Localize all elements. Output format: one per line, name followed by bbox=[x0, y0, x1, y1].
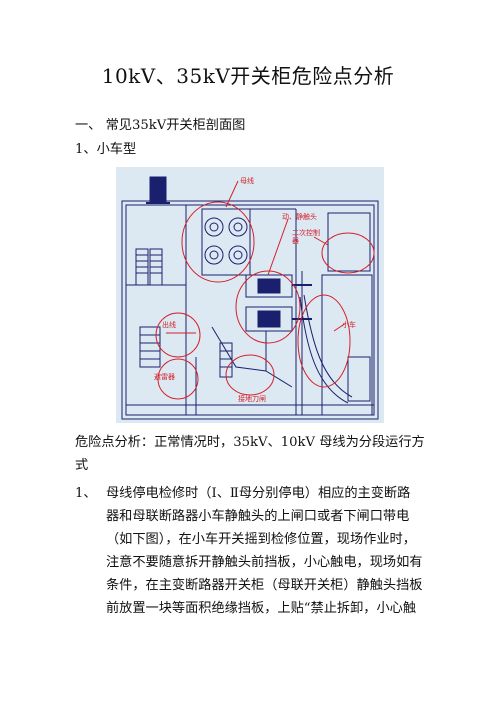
left-coil-2 bbox=[139, 326, 161, 368]
list-item-line: 母线停电检修时（Ⅰ、Ⅱ母分别停电）相应的主变断路 bbox=[106, 486, 411, 501]
cart-handle bbox=[347, 356, 371, 402]
busbar-compartment bbox=[201, 208, 251, 276]
label-contacts: 动、静触头 bbox=[282, 212, 317, 221]
switchgear-cross-section-figure: 母线 动、静触头 二次控制 器 出线 小车 避雷器 接地刀闸 bbox=[116, 167, 384, 423]
switchgear-drawing: 母线 动、静触头 二次控制 器 出线 小车 避雷器 接地刀闸 bbox=[121, 176, 379, 420]
label-busbar: 母线 bbox=[240, 176, 254, 185]
label-grounding-knife: 接地刀闸 bbox=[238, 394, 266, 403]
list-item-line: （如下图），在小车开关摇到检修位置，现场作业时， bbox=[106, 532, 416, 547]
secondary-control-box bbox=[327, 212, 371, 272]
list-item-number: 1、 bbox=[75, 486, 97, 501]
analysis-paragraph-line: 式 bbox=[75, 458, 89, 473]
list-item-line: 条件，在主变断路器开关柜（母联开关柜）静触头挡板 bbox=[106, 578, 423, 593]
section-heading: 一、 常见35kV开关柜剖面图 bbox=[75, 118, 246, 133]
label-secondary-control-2: 器 bbox=[292, 237, 299, 245]
label-outgoing-line: 出线 bbox=[162, 320, 176, 329]
top-bushing bbox=[149, 176, 167, 204]
subsection-heading: 1、小车型 bbox=[75, 142, 137, 157]
document-title: 10kV、35kV开关柜危险点分析 bbox=[101, 64, 395, 88]
list-item-line: 器和母联断路器小车静触头的上闸口或者下闸口带电 bbox=[106, 509, 410, 524]
label-secondary-control: 二次控制 bbox=[292, 228, 320, 237]
list-item-line: 前放置一块等面积绝缘挡板，上贴“禁止拆卸，小心触 bbox=[106, 601, 417, 616]
analysis-paragraph-line: 危险点分析：正常情况时，35kV、10kV 母线为分段运行方 bbox=[75, 435, 425, 450]
label-arrester: 避雷器 bbox=[154, 372, 175, 381]
label-cart: 小车 bbox=[342, 320, 356, 329]
list-item-line: 注意不要随意拆开静触头前挡板，小心触电，现场如有 bbox=[106, 555, 423, 570]
cabinet-outline bbox=[121, 200, 379, 420]
